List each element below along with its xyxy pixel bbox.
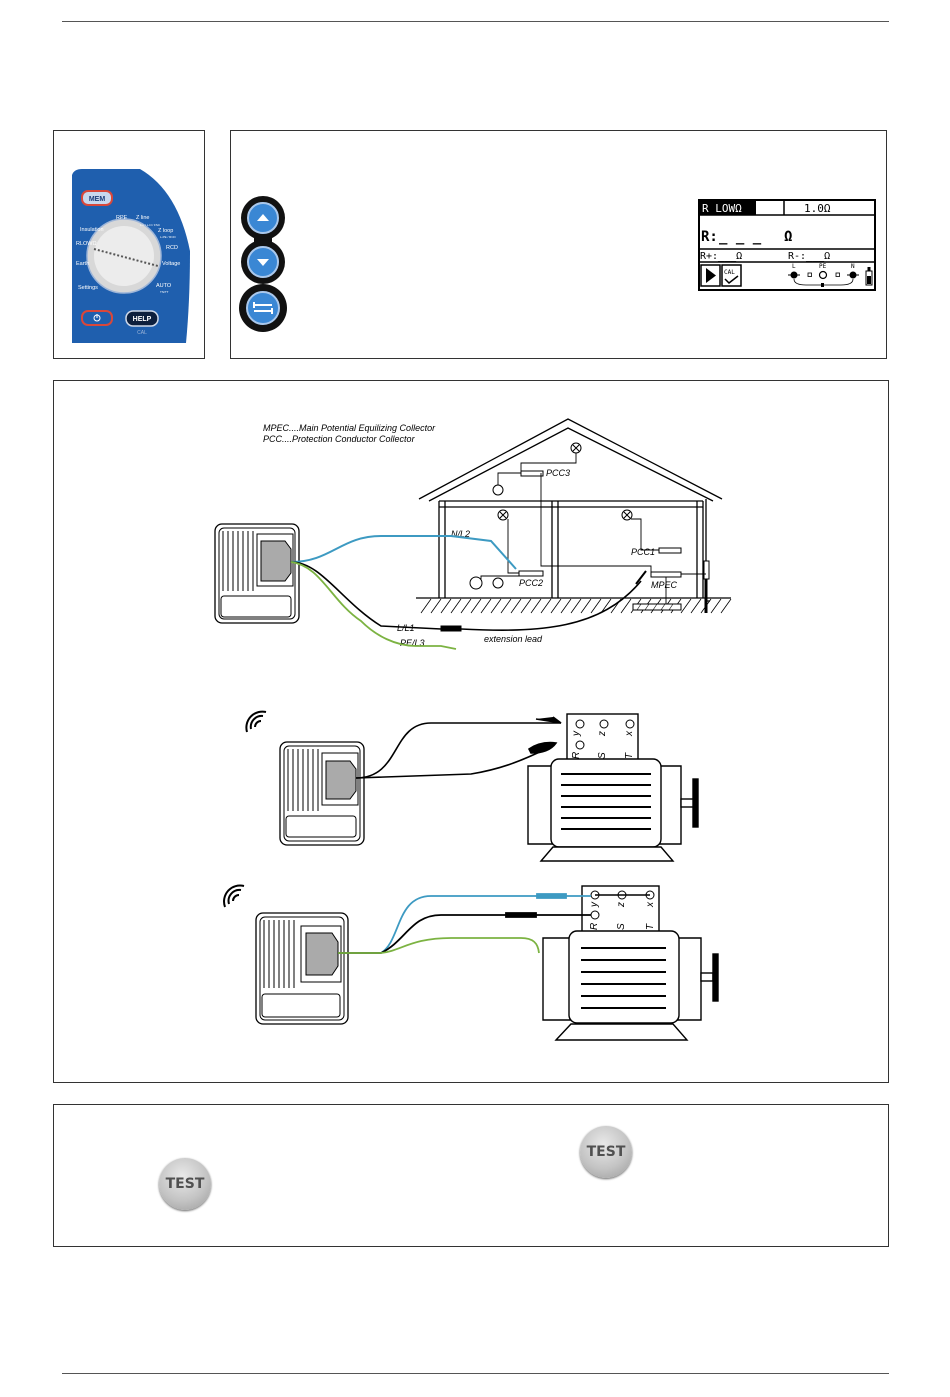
instrument-icon: [255, 912, 349, 1025]
terminal-x: x: [624, 730, 635, 737]
play-icon: [700, 264, 721, 287]
bottom-rule: [62, 1373, 889, 1374]
dial-label-zline: Z line: [136, 215, 149, 221]
up-arrow-key-icon[interactable]: [241, 196, 285, 240]
terminal-s: S: [597, 752, 608, 759]
terminal-status-icon: [788, 270, 859, 287]
dial-label-rcd: RCD: [166, 245, 178, 251]
lcd-main-label: R:: [701, 229, 718, 245]
wireless-signal-icon: [223, 884, 245, 908]
label-pcc2: PCC2: [519, 578, 543, 588]
dial-label-auto: AUTO: [156, 283, 172, 289]
test-button[interactable]: TEST: [159, 1158, 211, 1210]
instrument-panel: MEM Insulation RPE Z line L-L / L-N / FS…: [72, 169, 190, 343]
label-pcc3: PCC3: [546, 468, 570, 478]
label-pcc1: PCC1: [631, 547, 655, 557]
dial-label-insulation: Insulation: [80, 227, 104, 233]
building-wiring: [480, 453, 706, 604]
lcd-main-unit: Ω: [784, 229, 792, 245]
dial-label-settings: Settings: [78, 285, 98, 291]
terminal-y: y: [589, 901, 600, 908]
lcd-limit-value: 1.0Ω: [804, 202, 831, 215]
legend-line-2: PCC....Protection Conductor Collector: [263, 434, 416, 444]
collector-bars: [518, 470, 682, 578]
help-button-label: HELP: [133, 316, 152, 323]
test-leads-2: [355, 716, 562, 779]
test-button[interactable]: TEST: [580, 1126, 632, 1178]
lcd-term-l: L: [792, 263, 796, 270]
lcd-display: R LOWΩ 1.0Ω R: _ _ _ Ω R+:___Ω R-:___Ω C…: [698, 199, 876, 291]
wireless-signal-icon: [245, 710, 267, 733]
cal-label: CAL: [137, 330, 147, 336]
instrument-icon: [279, 741, 365, 846]
dial-label-zline-sub: L-L / L-N / FSC: [140, 223, 161, 227]
connection-diagrams: MPEC....Main Potential Equilizing Collec…: [214, 418, 732, 1041]
dial-label-earth: Earth: [76, 261, 89, 267]
lcd-main-value: _ _ _: [719, 229, 762, 245]
dial-label-rlow: RLOWΩ: [76, 241, 97, 247]
terminal-screws-1: [575, 719, 635, 750]
battery-icon: [865, 267, 873, 286]
lcd-term-pe: PE: [819, 263, 827, 270]
tab-key-icon[interactable]: [239, 284, 287, 332]
top-rule: [62, 21, 889, 22]
terminal-t: T: [645, 923, 656, 930]
motor-icon: [542, 885, 719, 1041]
test-leads-1: [290, 535, 647, 650]
keys-and-display-box: R LOWΩ 1.0Ω R: _ _ _ Ω R+:___Ω R-:___Ω C…: [230, 130, 887, 359]
dial-label-auto-sub: TN/TT: [160, 290, 169, 294]
label-n-l2: N/L2: [451, 529, 470, 539]
motor-icon: [527, 713, 699, 862]
instrument-panel-box: MEM Insulation RPE Z line L-L / L-N / FS…: [53, 130, 205, 359]
terminal-x: x: [645, 901, 656, 908]
power-icon: [93, 314, 101, 322]
label-extension-lead: extension lead: [484, 634, 543, 644]
lcd-rplus: R+:___Ω: [700, 251, 742, 262]
instrument-icon: [214, 523, 300, 624]
connection-diagrams-box: MPEC....Main Potential Equilizing Collec…: [53, 380, 889, 1083]
earth-electrode-icon: [632, 560, 710, 613]
test-instructions-box: TEST TEST: [53, 1104, 889, 1247]
ground-hatching: [420, 598, 732, 614]
dial-label-zloop: Z loop: [158, 228, 173, 234]
terminal-screws-2: [590, 890, 655, 920]
label-pe-l3: PE/L3: [400, 638, 425, 648]
terminal-y: y: [571, 730, 582, 737]
label-mpec: MPEC: [651, 580, 678, 590]
dial-label-zloop-sub: L-PE / RCD: [160, 235, 177, 239]
lcd-function-name: R LOWΩ: [702, 202, 742, 215]
lamp-icon: [497, 442, 633, 521]
test-leads-3: [338, 893, 591, 954]
terminal-z: z: [597, 731, 608, 737]
terminal-r: R: [571, 752, 582, 759]
navigation-keys: [239, 196, 287, 332]
lcd-term-n: N: [851, 263, 855, 270]
mem-button-label: MEM: [89, 196, 106, 203]
dial-label-voltage: Voltage: [162, 261, 180, 267]
terminal-s: S: [616, 923, 627, 930]
socket-icon: [469, 484, 504, 590]
lcd-cal-label: CAL: [724, 269, 735, 276]
terminal-t: T: [624, 752, 635, 759]
down-arrow-key-icon[interactable]: [241, 240, 285, 284]
terminal-z: z: [616, 902, 627, 908]
lcd-rminus: R-:___Ω: [788, 251, 830, 262]
dial-label-rpe: RPE: [116, 215, 128, 221]
cal-check-icon: CAL: [721, 264, 742, 287]
legend-line-1: MPEC....Main Potential Equilizing Collec…: [263, 423, 436, 433]
terminal-r: R: [589, 923, 600, 930]
